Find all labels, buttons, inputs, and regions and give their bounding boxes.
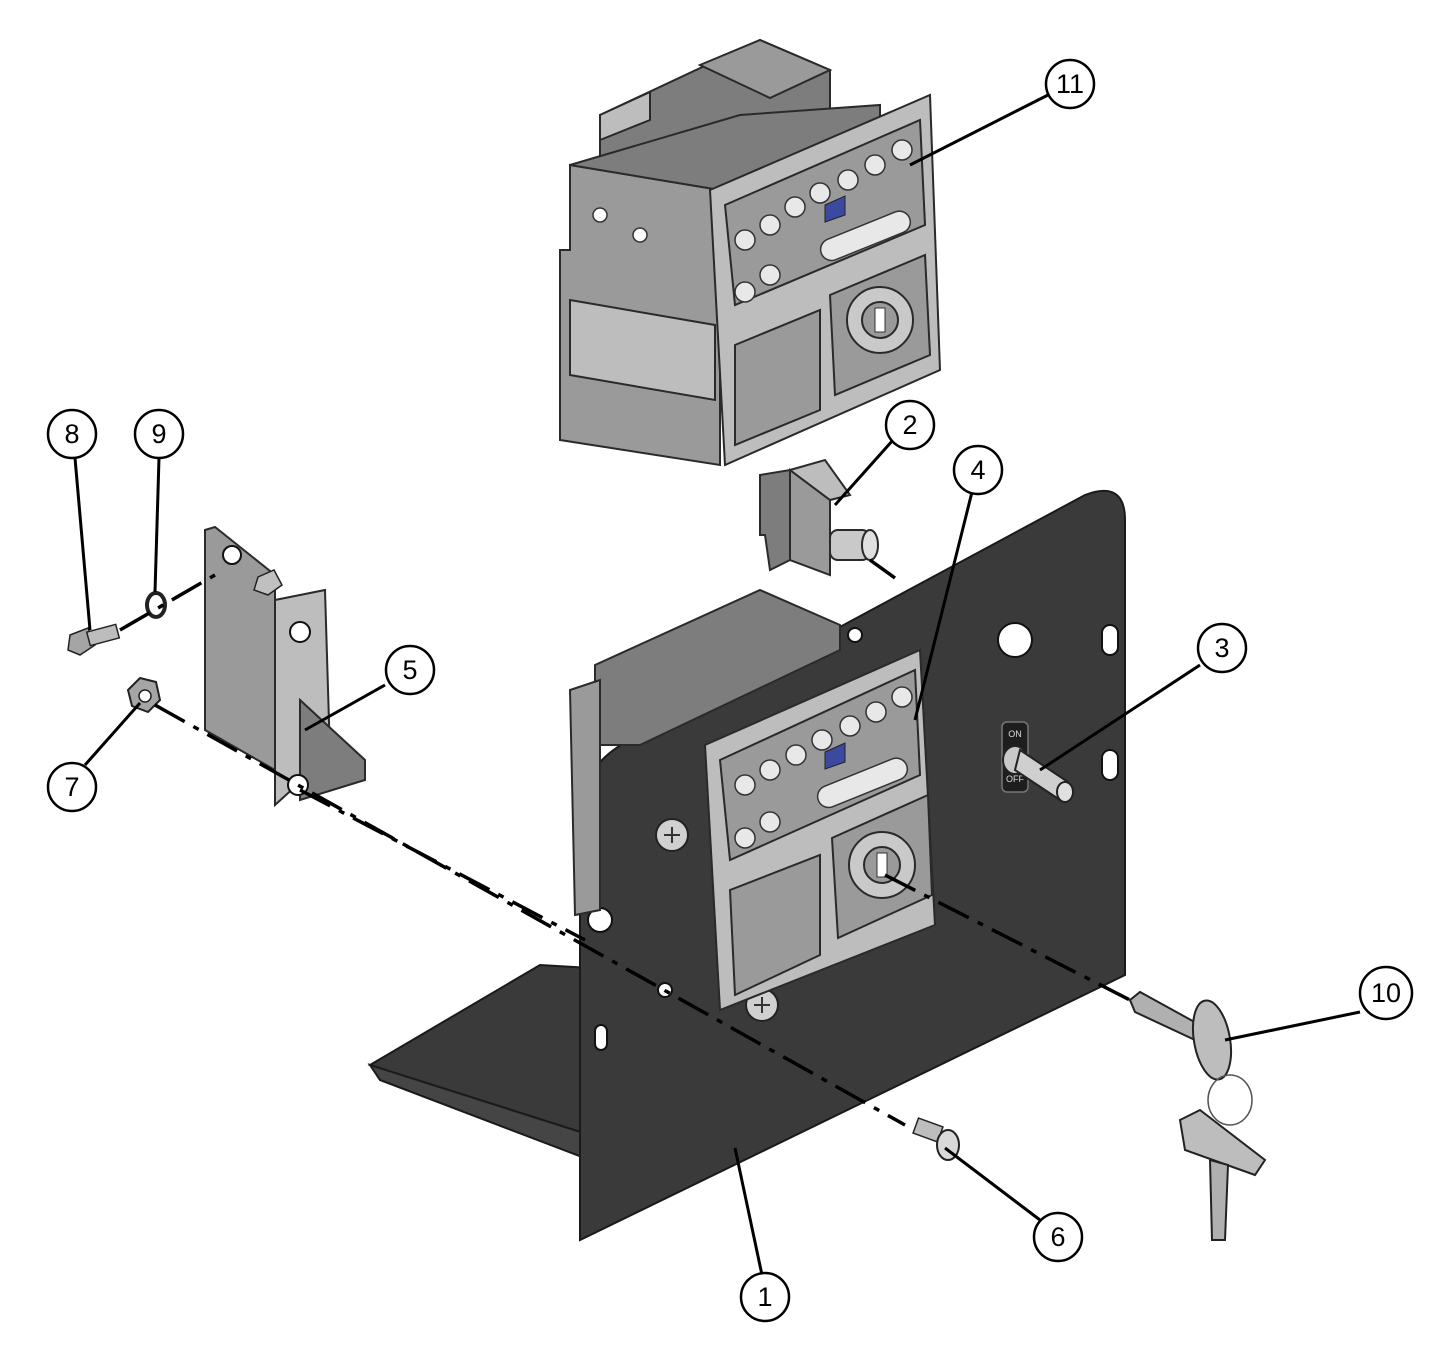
lock-nut — [126, 676, 162, 714]
callout-1-label: 1 — [757, 1282, 772, 1312]
callout-7: 7 — [46, 761, 98, 813]
callout-7-label: 7 — [64, 772, 79, 802]
callout-1: 1 — [739, 1271, 791, 1323]
callout-8-label: 8 — [64, 419, 79, 449]
switch-off-label: OFF — [1006, 774, 1024, 784]
callout-2-label: 2 — [902, 410, 917, 440]
callout-3-label: 3 — [1214, 633, 1229, 663]
washer — [145, 591, 167, 619]
screw — [912, 1117, 960, 1161]
callout-11: 11 — [1044, 58, 1096, 110]
centerline-bolt-to-bracket — [119, 573, 216, 632]
centerline-key-to-module — [884, 873, 1131, 1002]
callout-11-label: 11 — [1056, 69, 1084, 99]
switch-on-label: ON — [1008, 729, 1022, 739]
led-row-installed — [759, 686, 913, 781]
callout-4: 4 — [952, 444, 1004, 496]
keys — [1128, 990, 1267, 1241]
control-module-exploded — [559, 38, 942, 467]
bolt — [67, 623, 121, 656]
side-bracket — [204, 525, 366, 808]
callout-10-label: 10 — [1371, 978, 1401, 1008]
centerline-bracket-to-plate — [299, 788, 586, 942]
centerline-switch-to-plate — [868, 558, 897, 580]
callout-5: 5 — [384, 644, 436, 696]
callout-6-label: 6 — [1050, 1222, 1065, 1252]
callout-5-label: 5 — [402, 655, 417, 685]
callout-4-label: 4 — [970, 455, 985, 485]
callout-9: 9 — [133, 408, 185, 460]
installed-control-module — [568, 588, 937, 1012]
callout-8: 8 — [46, 408, 98, 460]
callout-6: 6 — [1032, 1211, 1084, 1263]
callout-10: 10 — [1358, 965, 1414, 1021]
toggle-switch: ON OFF — [1001, 721, 1074, 803]
callout-9-label: 9 — [151, 419, 166, 449]
callout-3: 3 — [1196, 622, 1248, 674]
key-switch-body — [759, 458, 879, 577]
led-row-top — [759, 139, 913, 236]
assembly-center-lines — [119, 558, 1131, 1127]
callout-2: 2 — [884, 399, 936, 451]
leader-lines — [73, 93, 1361, 1276]
centerline-nut-to-screw — [154, 703, 906, 1127]
